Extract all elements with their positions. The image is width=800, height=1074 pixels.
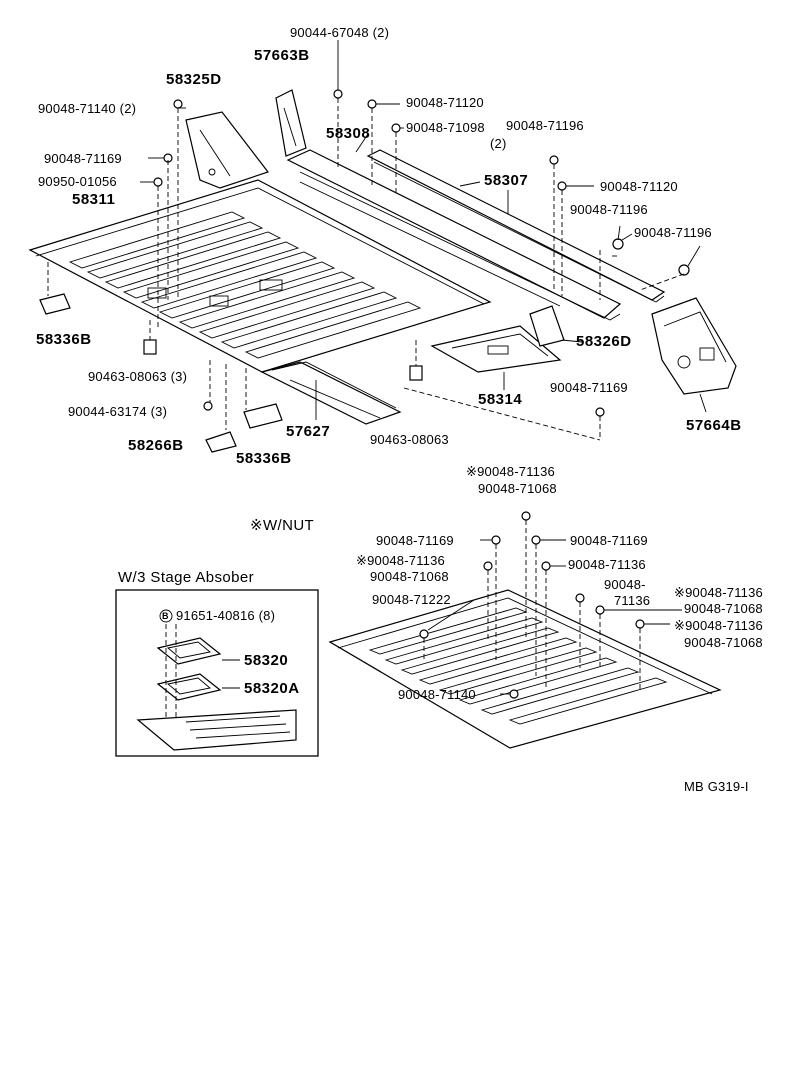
- label-57627: 57627: [286, 423, 331, 440]
- label-90048-71196-c: 90048-71196: [634, 225, 712, 240]
- lower-leaders: [427, 539, 682, 695]
- label-n4-star: ※90048-71136: [356, 553, 445, 568]
- bracket-57664B: [651, 297, 737, 395]
- clip-90463-08063-left: [143, 339, 157, 355]
- label-n8-star: ※90048-71136: [674, 585, 763, 600]
- label-90048-71196-a: 90048-71196: [506, 118, 584, 133]
- bracket-58266B: [205, 431, 237, 453]
- label-57664B: 57664B: [686, 417, 742, 434]
- label-n3: 90048-71169: [570, 533, 648, 548]
- label-58311: 58311: [72, 191, 116, 208]
- label-90048-71169-a: 90048-71169: [44, 151, 122, 166]
- floor-pan-lower: [328, 589, 722, 749]
- label-90048-71120-b: 90048-71120: [600, 179, 678, 194]
- label-90048-71098-qty: (2): [490, 136, 507, 151]
- floor-pan-58311: [28, 179, 492, 373]
- label-90950-01056: 90950-01056: [38, 174, 117, 189]
- label-b-mark: B: [162, 611, 169, 621]
- lower-fasteners: [419, 511, 645, 699]
- label-90463-08063: 90463-08063: [370, 432, 449, 447]
- label-90048-71169-b: 90048-71169: [550, 380, 628, 395]
- label-n1: 90048-71068: [478, 481, 557, 496]
- stage-absober-inset: [115, 589, 319, 757]
- diagram-code: MB G319-I: [684, 779, 749, 794]
- bracket-58336B-left: [39, 293, 71, 315]
- label-n9: 90048-71068: [684, 635, 763, 650]
- label-n10: 90048-71140: [398, 687, 476, 702]
- label-91651-40816: 91651-40816 (8): [176, 608, 276, 623]
- label-58266B: 58266B: [128, 437, 184, 454]
- label-n2: 90048-71169: [376, 533, 454, 548]
- label-58307: 58307: [484, 172, 529, 189]
- label-n8: 90048-71068: [684, 601, 763, 616]
- label-58336B-a: 58336B: [36, 331, 92, 348]
- label-58326D: 58326D: [576, 333, 632, 350]
- lower-guide-lines: [423, 520, 641, 690]
- label-w-nut-note: ※W/NUT: [250, 517, 315, 534]
- side-member-58308: [286, 149, 622, 321]
- clip-90463-08063-right: [409, 365, 423, 381]
- bracket-58325D: [185, 111, 269, 189]
- label-n6: 90048-71222: [372, 592, 451, 607]
- label-58320: 58320: [244, 652, 289, 669]
- label-90048-71120-a: 90048-71120: [406, 95, 484, 110]
- crossmember-57627: [260, 361, 402, 425]
- bracket-58336B-bottom: [243, 403, 283, 429]
- label-90463-08063-3: 90463-08063 (3): [88, 369, 188, 384]
- label-n9-star: ※90048-71136: [674, 618, 763, 633]
- upper-fasteners: [153, 89, 690, 417]
- label-stage-absober-title: W/3 Stage Absober: [118, 569, 255, 586]
- label-90044-63174: 90044-63174 (3): [68, 404, 168, 419]
- label-58320A: 58320A: [244, 680, 300, 697]
- bracket-57663B: [275, 89, 307, 157]
- label-n7a: 90048-: [604, 577, 646, 592]
- label-90048-71196-b: 90048-71196: [570, 202, 648, 217]
- label-58336B-b: 58336B: [236, 450, 292, 467]
- label-n7b: 71136: [614, 593, 651, 608]
- label-58308: 58308: [326, 125, 371, 142]
- panel-58314: [430, 325, 562, 373]
- upper-guide-lines: [47, 98, 685, 441]
- label-90044-67048: 90044-67048 (2): [290, 25, 390, 40]
- label-n4: 90048-71068: [370, 569, 449, 584]
- label-n5: 90048-71136: [568, 557, 646, 572]
- label-58325D: 58325D: [166, 71, 222, 88]
- label-n1-star: ※90048-71136: [466, 464, 555, 479]
- label-58314: 58314: [478, 391, 523, 408]
- label-90048-71098: 90048-71098: [406, 120, 485, 135]
- side-member-58307: [366, 149, 666, 303]
- upper-leaders: [140, 40, 707, 420]
- label-90048-71140-2: 90048-71140 (2): [38, 101, 137, 116]
- label-57663B: 57663B: [254, 47, 310, 64]
